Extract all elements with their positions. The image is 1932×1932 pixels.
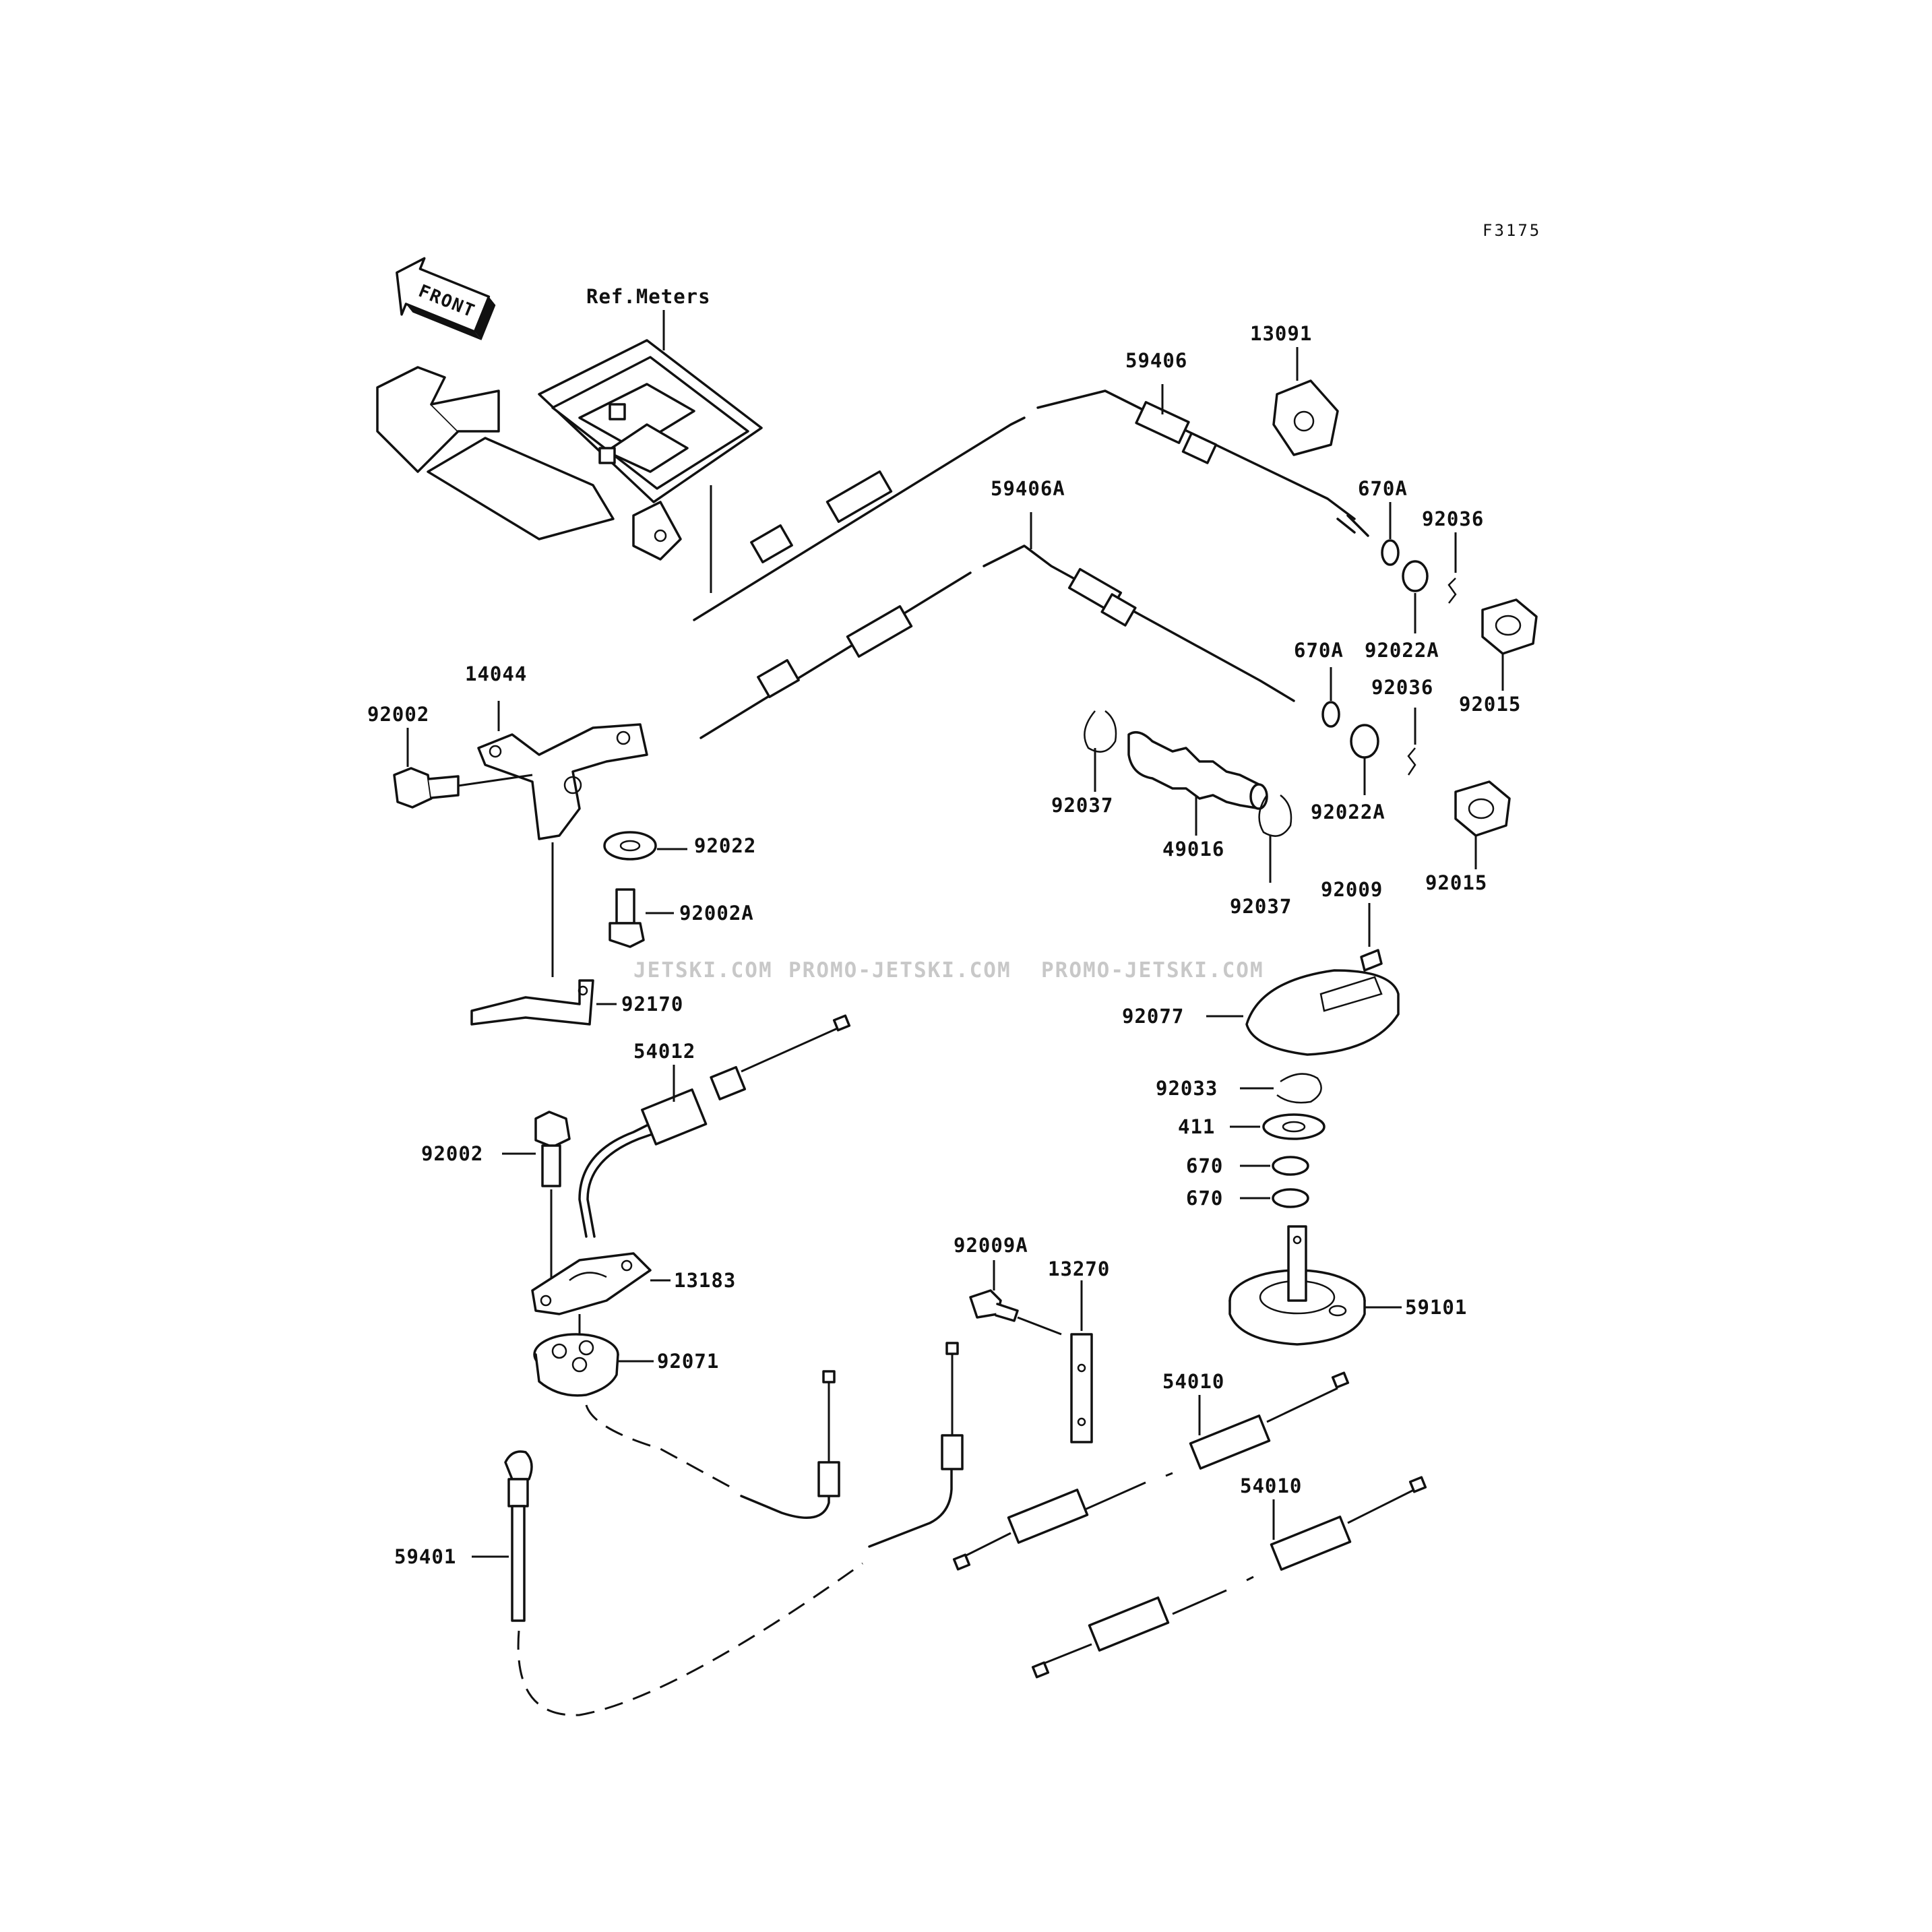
callout-670-lower: 670 [1186,1187,1223,1210]
callout-13183: 13183 [674,1269,736,1292]
watermark-2: PROMO-JETSKI.COM [788,958,1011,983]
plate-59101-drawing [1228,1225,1402,1346]
callout-92033: 92033 [1156,1077,1218,1100]
callout-92170: 92170 [621,993,683,1016]
callout-411: 411 [1178,1115,1215,1138]
shaft-parts-drawing [1230,1073,1326,1208]
figure-code: F3175 [1483,221,1541,240]
front-arrow-icon: FRONT [396,257,496,340]
callout-92002A: 92002A [679,902,754,925]
callout-59401: 59401 [394,1545,456,1568]
grommet-92071-drawing [533,1314,654,1397]
bracket-14044-drawing [477,701,648,977]
callout-92015-upper: 92015 [1459,693,1521,716]
callout-92036-lower: 92036 [1371,676,1433,699]
washer-92022-drawing [603,831,687,861]
choke-cable-59401-drawing [472,1404,863,1716]
boot-49016-drawing [1084,710,1292,883]
callout-54012: 54012 [633,1040,695,1063]
callout-92036-upper: 92036 [1422,507,1484,530]
callout-92037-right: 92037 [1230,895,1292,918]
callout-670-upper: 670 [1186,1154,1223,1177]
reference-note: Ref.Meters [586,285,711,308]
callout-54010-upper: 54010 [1162,1370,1224,1393]
watermark-1: JETSKI.COM [633,958,773,983]
callout-92022: 92022 [694,834,756,857]
cable-59406A-drawing [699,512,1295,739]
cable-54012-drawing [578,1014,851,1238]
clamp-13091-drawing [1272,347,1339,456]
cables-middle-drawing [740,1342,964,1548]
knob-92077-drawing [1206,903,1400,1056]
cables-54010-drawing [952,1371,1427,1679]
callout-92009A: 92009A [954,1234,1028,1257]
callout-14044: 14044 [465,662,527,685]
callout-13270: 13270 [1048,1257,1110,1280]
bolt-92002-lower-drawing [502,1111,571,1280]
bolt-92002-upper-drawing [393,728,533,809]
bolt-92002A-drawing [609,888,674,948]
retainer-parts-drawing [1321,502,1538,869]
callout-59406: 59406 [1125,349,1187,372]
plate-13183-drawing [531,1252,671,1315]
callout-54010-lower: 54010 [1240,1474,1302,1497]
stay-92170-drawing [470,979,617,1026]
callout-92015-lower: 92015 [1425,871,1487,894]
watermark-3: PROMO-JETSKI.COM [1041,958,1264,983]
callout-92009: 92009 [1321,878,1383,901]
callout-92077: 92077 [1122,1005,1184,1028]
strap-13270-drawing [969,1260,1093,1443]
callout-59406A: 59406A [991,477,1065,500]
callout-670A-lower: 670A [1294,639,1344,662]
callout-92037-left: 92037 [1051,794,1113,817]
meter-bracket-drawing [376,339,763,593]
callout-92022A-lower: 92022A [1311,801,1385,823]
callout-92071: 92071 [657,1350,719,1373]
callout-92002-upper: 92002 [367,703,429,726]
callout-92022A-upper: 92022A [1365,639,1439,662]
callout-670A-upper: 670A [1358,477,1408,500]
callout-59101: 59101 [1405,1296,1467,1319]
callout-92002-lower: 92002 [421,1142,483,1165]
cable-59406-drawing [693,384,1369,621]
callout-13091: 13091 [1250,322,1312,345]
callout-49016: 49016 [1162,838,1224,861]
